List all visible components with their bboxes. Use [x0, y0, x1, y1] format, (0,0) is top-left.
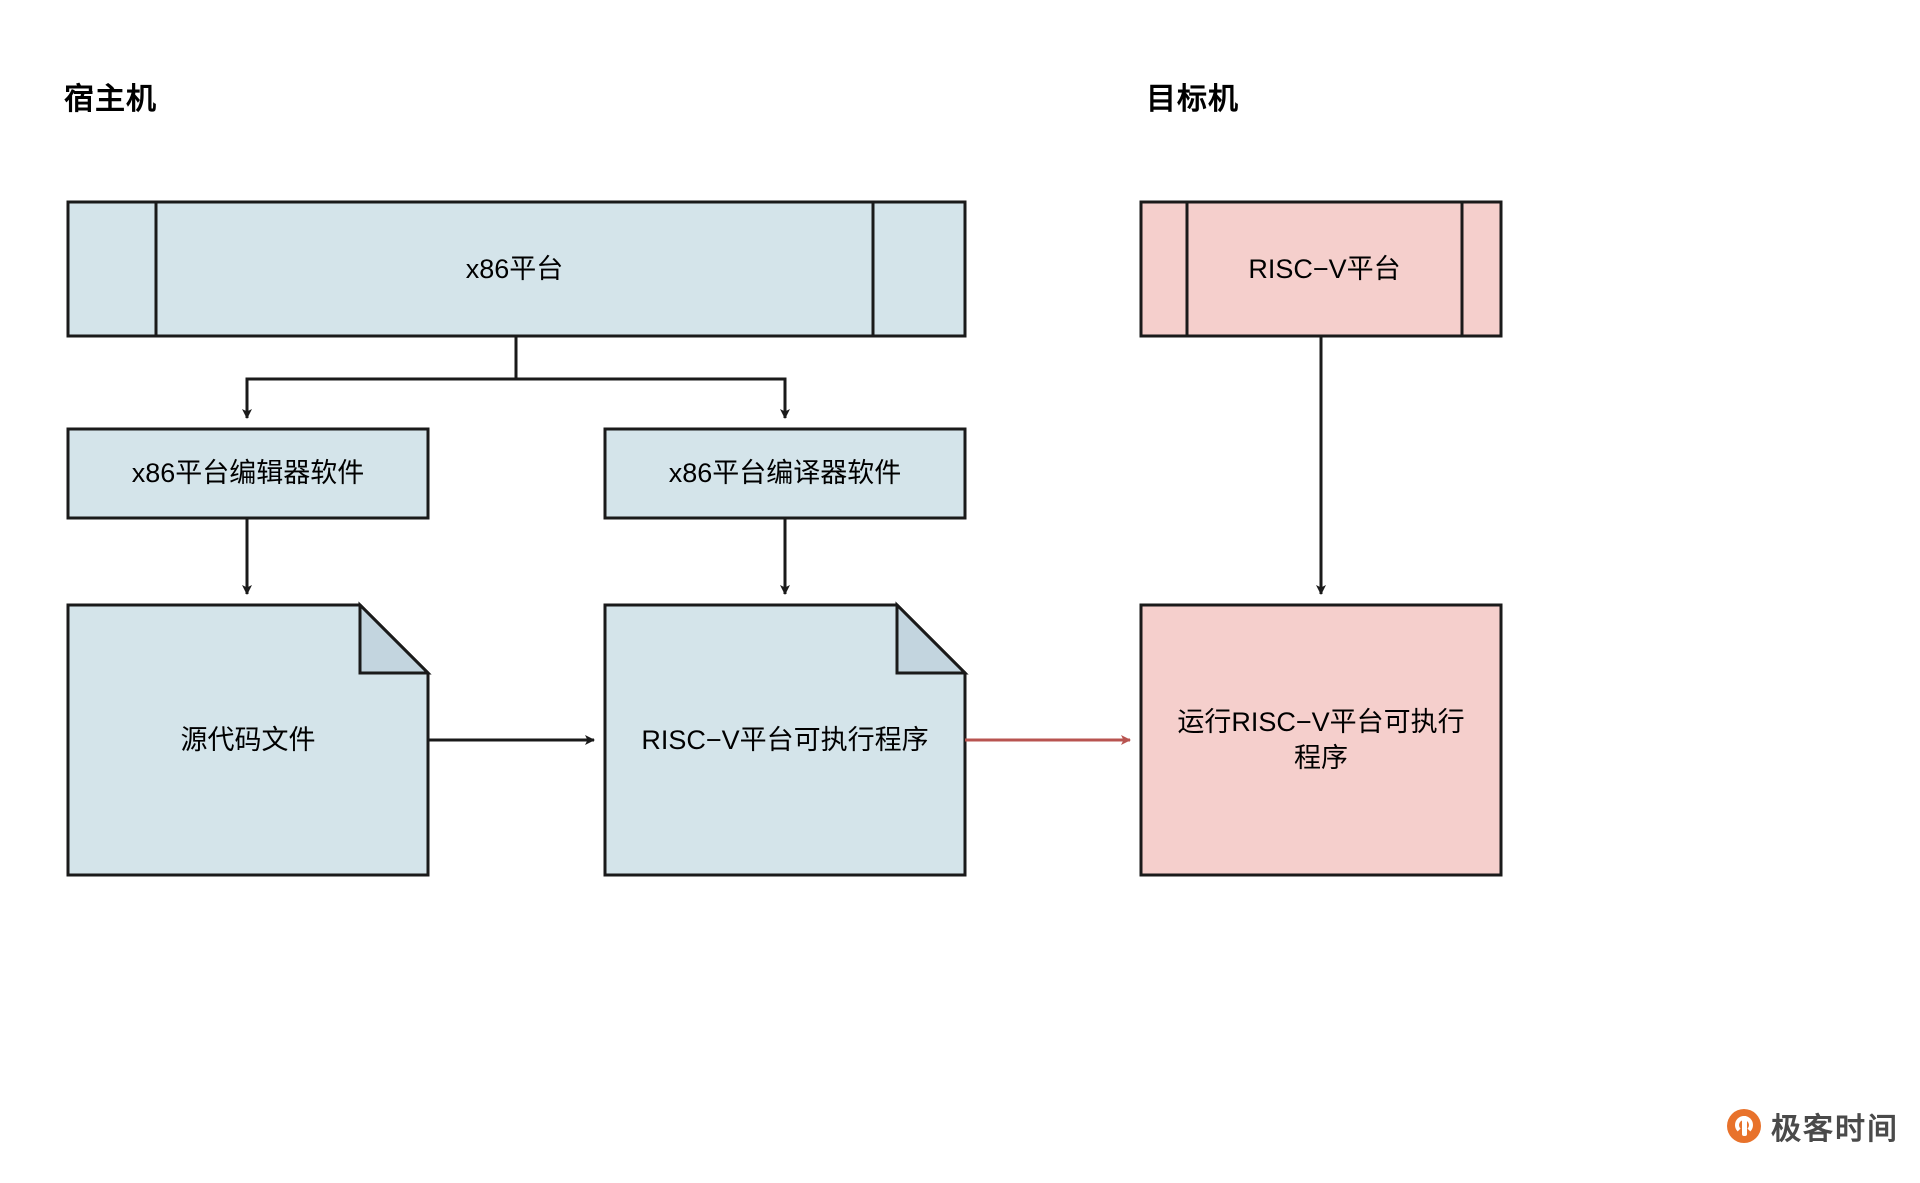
hit-riscv-executable[interactable]: [605, 605, 965, 875]
hit-x86-compiler[interactable]: [605, 429, 965, 518]
hit-x86-platform[interactable]: [68, 202, 965, 336]
node-riscv-platform[interactable]: [1139, 200, 1503, 338]
node-x86-editor[interactable]: [66, 427, 430, 520]
edge-x86platform-to-children: [242, 336, 790, 419]
hit-source-file[interactable]: [68, 605, 428, 875]
node-source-file[interactable]: [66, 601, 432, 877]
lane-title-host: 宿主机: [64, 83, 157, 116]
node-x86-platform[interactable]: [66, 200, 967, 338]
geektime-logo-icon: [1727, 1109, 1761, 1143]
hit-run-riscv-executable[interactable]: [1141, 605, 1501, 875]
watermark: 极客时间: [1727, 1104, 1899, 1148]
watermark-text: 极客时间: [1771, 1113, 1899, 1146]
lane-title-target: 目标机: [1146, 83, 1239, 116]
hit-x86-editor[interactable]: [68, 429, 428, 518]
node-riscv-executable[interactable]: [603, 601, 969, 877]
node-run-riscv-executable[interactable]: [1139, 603, 1503, 877]
hit-riscv-platform[interactable]: [1141, 202, 1501, 336]
node-x86-compiler[interactable]: [603, 427, 967, 520]
